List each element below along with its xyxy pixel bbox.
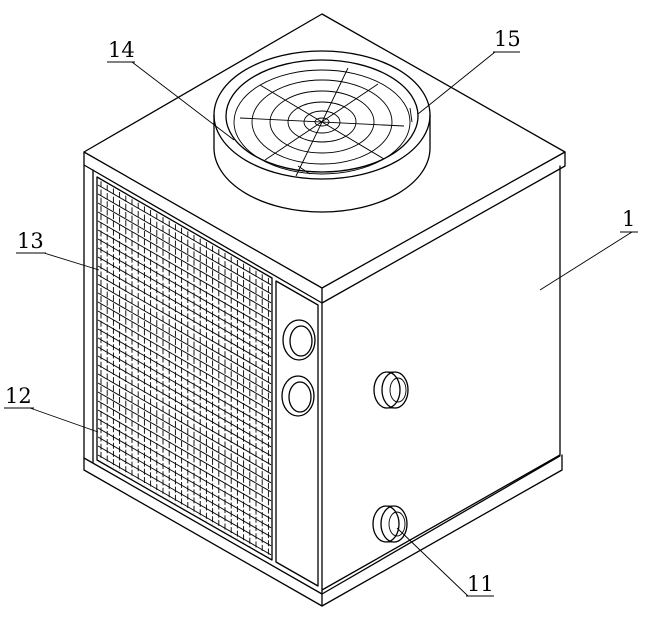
fin-row [97,382,272,484]
fin-row [97,256,272,358]
reference-labels: 14 15 1 13 12 11 [5,27,635,596]
fin-row [97,301,272,403]
fin-grille [96,176,273,561]
fin-row [97,391,272,493]
fin-row [97,409,272,511]
label-side-panel: 12 [5,384,32,408]
label-fan-guard: 15 [494,27,521,51]
fin-row [97,373,272,475]
upper-port-ring [282,319,316,361]
fin-row [97,418,272,520]
fin-row [97,445,272,547]
fan-housing [213,50,431,213]
side-panel [275,280,319,587]
fin-row [97,229,272,331]
fin-row [97,184,272,286]
fin-row [97,337,272,439]
fin-row [97,355,272,457]
label-fan-housing: 14 [108,38,135,62]
fin-row [97,292,272,394]
fin-row [97,328,272,430]
fan-guard [233,67,413,177]
fin-row [97,193,272,295]
fin-row [97,283,272,385]
fin-row [97,310,272,412]
fin-row [97,274,272,376]
top-lid [83,13,566,304]
fin-row [97,427,272,529]
cabinet-body [83,164,563,607]
fin-row [97,346,272,448]
fin-row [97,220,272,322]
label-fin-grille: 13 [17,229,44,253]
fin-row [97,364,272,466]
fin-row [97,247,272,349]
fin-row [97,319,272,421]
fin-row [97,202,272,304]
label-unit: 1 [622,207,635,231]
fin-row [97,238,272,340]
lower-port-ring [281,375,315,417]
fin-row [97,265,272,367]
leader-lines [4,51,638,597]
upper-pipe-fitting [373,371,409,409]
fin-row [97,454,272,556]
fin-row [97,400,272,502]
label-pipe: 11 [467,572,494,596]
fin-row [97,211,272,313]
fin-row [97,436,272,538]
lower-pipe-fitting [372,505,408,543]
